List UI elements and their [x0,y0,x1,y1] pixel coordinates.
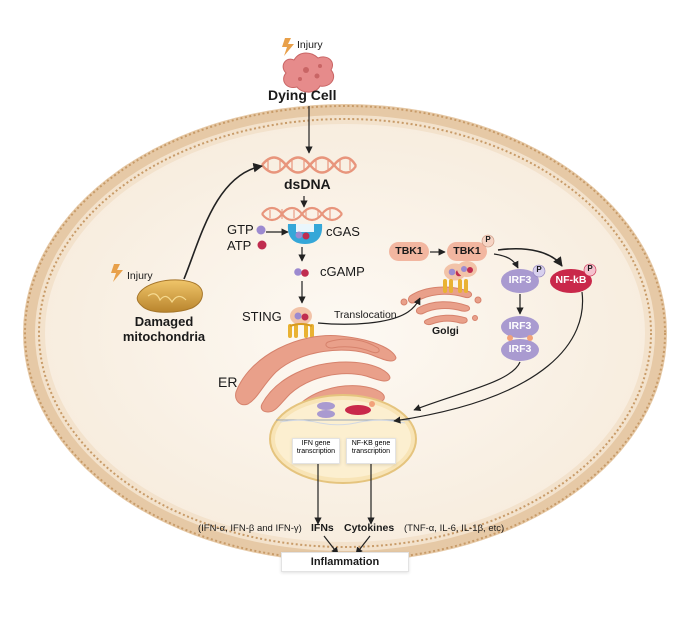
nfkb-ellipse [550,269,592,293]
inflammation-box: Inflammation [281,552,409,572]
irf3-dimer-top-label: IRF3 [508,320,532,332]
ifn-gene-box: IFN gene transcription [292,438,340,464]
dna-strand [279,419,406,426]
irf3-dimer-bottom-label: IRF3 [508,343,532,355]
cytokines-detail-label: (TNF-α, IL-6, IL-1β, etc) [404,523,505,534]
ifns-label: IFNs [311,522,334,534]
cgas-bound-pair [295,231,310,240]
lightning-icon [111,264,123,282]
phospho-label: P [536,265,542,274]
dying-cell-shape [282,52,335,93]
irf3-label: IRF3 [508,274,532,286]
irf3-dimer [501,316,539,361]
dsdna-helix [261,156,358,174]
phospho-label: P [587,264,593,273]
dsdna-label: dsDNA [284,176,331,192]
cgamp-label: cGAMP [320,264,365,279]
dying-cell-label: Dying Cell [268,87,337,103]
golgi-label: Golgi [432,325,459,337]
injury-label-top: Injury [297,39,323,51]
nfkb-bound-dna [345,401,375,415]
mitochondria-shape [136,279,203,313]
nfkb-gene-box: NF-KB gene transcription [346,438,396,464]
damaged-mitochondria-label: Damaged mitochondria [122,314,206,344]
sting-label: STING [242,309,282,324]
tbk1-label-right: TBK1 [453,245,481,257]
cell-membrane [23,104,667,562]
tbk1-pill-right [447,242,487,261]
cgas-label: cGAS [326,224,360,239]
translocation-label: Translocation [334,309,397,321]
phospho-label: P [485,235,491,244]
nfkb-label: NF-kB [555,274,587,286]
sting-protein [288,307,314,338]
cgamp-molecule [294,268,309,277]
inflammation-label: Inflammation [310,556,380,568]
irf3-bound-dna [317,402,335,418]
lightning-icon [282,38,294,56]
atp-molecule [257,240,267,250]
cytokines-label: Cytokines [344,522,395,534]
phospho-irf3 [532,264,546,278]
phospho-nfkb [583,263,597,277]
injury-label-mito: Injury [127,270,153,282]
irf3-ellipse [501,269,539,293]
tbk1-pill-left [389,242,429,261]
pathway-arrows [183,106,584,555]
golgi-apparatus [400,286,482,325]
er-label: ER [218,374,238,390]
gtp-label: GTP [227,222,254,237]
tbk1-label-left: TBK1 [395,245,423,257]
atp-label: ATP [227,238,252,253]
ifn-detail-label: (IFN-α, IFN-β and IFN-γ) [198,523,302,534]
phospho-tbk1 [481,234,495,248]
tbk1-sting-complex [457,261,477,277]
dsdna-helix-cgas [261,206,343,222]
gtp-molecule [256,225,266,235]
